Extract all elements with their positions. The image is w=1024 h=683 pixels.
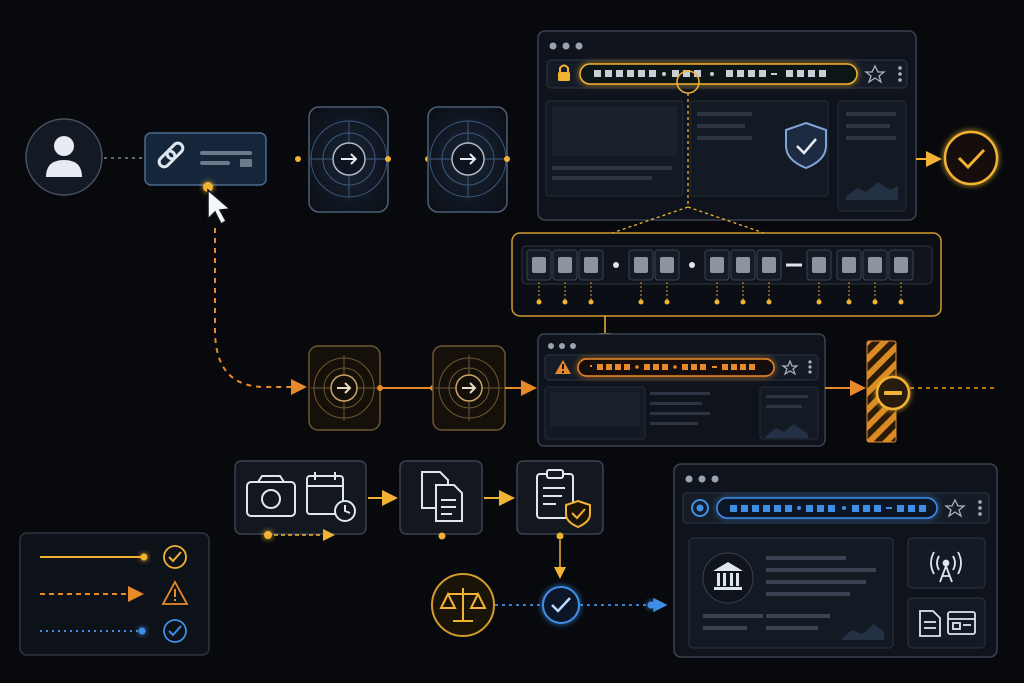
zoom-callout: [611, 93, 765, 234]
url-character-glyph: [584, 257, 598, 273]
routing-node: [427, 106, 508, 213]
url-segment-marker: [898, 299, 904, 305]
url-segment-marker: [740, 299, 746, 305]
legend-item-suspicious: [40, 580, 189, 605]
url-segment-marker: [588, 299, 594, 305]
more-icon: [808, 360, 812, 374]
verified-badge-icon: [691, 499, 709, 517]
blocked-barrier-icon: [866, 340, 911, 443]
capture-step-panel: [234, 460, 367, 535]
address-bar[interactable]: [579, 63, 858, 85]
legend-item-trusted: [40, 619, 187, 643]
warning-triangle-icon: [161, 580, 189, 605]
review-step-panel: [516, 460, 604, 535]
check-circle-icon: [943, 130, 999, 186]
broadcast-tower-icon: [930, 551, 962, 583]
documents-step-panel: [399, 460, 483, 535]
legend-item-verified: [40, 545, 187, 569]
routing-node: [308, 106, 389, 213]
lock-icon: [558, 64, 570, 81]
more-icon: [978, 500, 982, 516]
url-dash-separator: [786, 263, 802, 267]
routing-node-suspect: [308, 345, 381, 431]
shield-check-icon: [785, 121, 827, 170]
bank-institution-icon: [702, 552, 754, 604]
address-bar[interactable]: [716, 497, 938, 519]
arrow-right-icon: [341, 153, 358, 165]
url-character-glyph: [736, 257, 750, 273]
url-segment-marker: [562, 299, 568, 305]
arrow-right-icon: [460, 153, 477, 165]
url-character-glyph: [842, 257, 856, 273]
url-character-glyph: [660, 257, 674, 273]
star-icon: [781, 359, 799, 376]
url-character-glyph: [894, 257, 908, 273]
clipboard-shield-icon: [536, 469, 591, 529]
check-circle-icon: [163, 619, 187, 643]
chain-link-icon: [157, 141, 185, 169]
browser-window-verified: [537, 30, 917, 221]
url-dot-separator: [613, 262, 619, 268]
connector-link-spoof: [214, 228, 307, 395]
user-avatar-icon: [25, 118, 103, 196]
id-card-icon: [947, 611, 976, 635]
routing-node-suspect: [432, 345, 506, 431]
browser-window-trusted: [673, 463, 998, 658]
url-character-glyph: [634, 257, 648, 273]
url-segment-marker: [536, 299, 542, 305]
star-icon: [864, 64, 886, 84]
url-character-glyph: [558, 257, 572, 273]
url-zoom-panel: [511, 232, 942, 317]
url-character-glyph: [762, 257, 776, 273]
url-character-glyph: [868, 257, 882, 273]
url-segment-marker: [638, 299, 644, 305]
cursor-pointer-icon: [203, 182, 232, 226]
legend-panel: [19, 532, 210, 656]
documents-icon: [421, 471, 463, 522]
check-circle-icon: [542, 586, 580, 624]
arrow-right-icon: [337, 382, 352, 394]
url-segment-marker: [766, 299, 772, 305]
scales-icon: [431, 573, 495, 637]
shared-link-chip[interactable]: [144, 132, 267, 186]
more-icon: [898, 66, 902, 82]
url-segment-marker: [664, 299, 670, 305]
url-segment-marker: [872, 299, 878, 305]
url-segment-marker: [816, 299, 822, 305]
check-circle-icon: [163, 545, 187, 569]
camera-icon: [246, 475, 296, 517]
url-character-glyph: [710, 257, 724, 273]
document-icon: [919, 610, 941, 637]
browser-window-spoofed: [537, 333, 826, 447]
url-character-glyph: [532, 257, 546, 273]
url-character-glyph: [812, 257, 826, 273]
url-dot-separator: [689, 262, 695, 268]
url-segment-marker: [714, 299, 720, 305]
star-icon: [944, 498, 966, 518]
arrow-right-icon: [462, 382, 477, 394]
warning-triangle-icon: [555, 360, 571, 374]
calendar-clock-icon: [306, 472, 356, 522]
url-segment-marker: [846, 299, 852, 305]
